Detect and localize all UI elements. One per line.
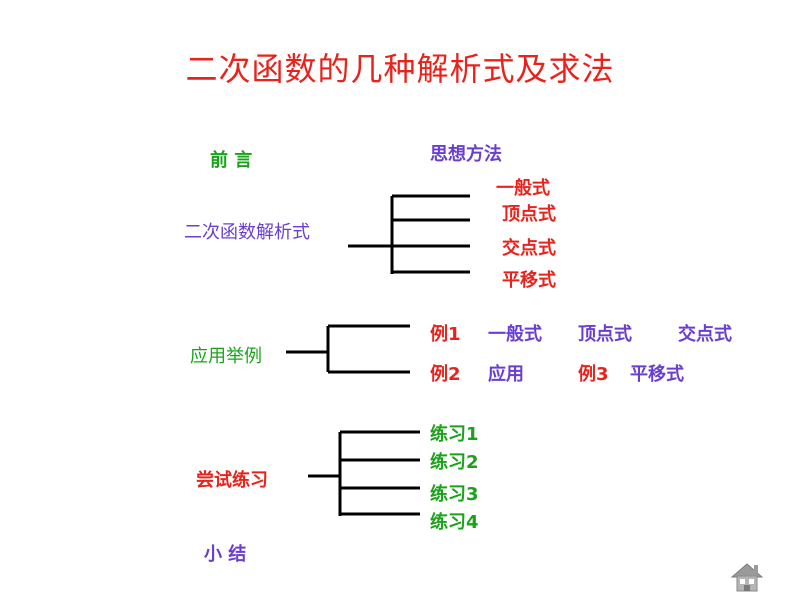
slide-title: 二次函数的几种解析式及求法 (185, 50, 615, 88)
form-general[interactable]: 一般式 (496, 178, 550, 199)
form-translation[interactable]: 平移式 (502, 270, 556, 291)
summary-link[interactable]: 小 结 (204, 544, 247, 565)
practice-4[interactable]: 练习4 (430, 512, 479, 533)
example-3-tag[interactable]: 例3 (578, 364, 609, 385)
example-1-vertex[interactable]: 顶点式 (578, 324, 632, 345)
form-vertex[interactable]: 顶点式 (502, 204, 556, 225)
practice-label[interactable]: 尝试练习 (196, 470, 268, 491)
preface-link[interactable]: 前 言 (210, 150, 253, 171)
example-3-translation[interactable]: 平移式 (630, 364, 684, 385)
practice-3[interactable]: 练习3 (430, 484, 479, 505)
example-2-application[interactable]: 应用 (488, 364, 524, 385)
example-1-intercept[interactable]: 交点式 (678, 324, 732, 345)
example-2-tag[interactable]: 例2 (430, 364, 461, 385)
examples-label[interactable]: 应用举例 (190, 346, 262, 367)
practice-2[interactable]: 练习2 (430, 452, 479, 473)
form-intercept[interactable]: 交点式 (502, 238, 556, 259)
example-1-general[interactable]: 一般式 (488, 324, 542, 345)
practice-1[interactable]: 练习1 (430, 424, 479, 445)
method-link[interactable]: 思想方法 (430, 144, 502, 165)
example-1-tag[interactable]: 例1 (430, 324, 461, 345)
forms-label[interactable]: 二次函数解析式 (184, 222, 310, 243)
home-icon[interactable] (730, 560, 764, 594)
